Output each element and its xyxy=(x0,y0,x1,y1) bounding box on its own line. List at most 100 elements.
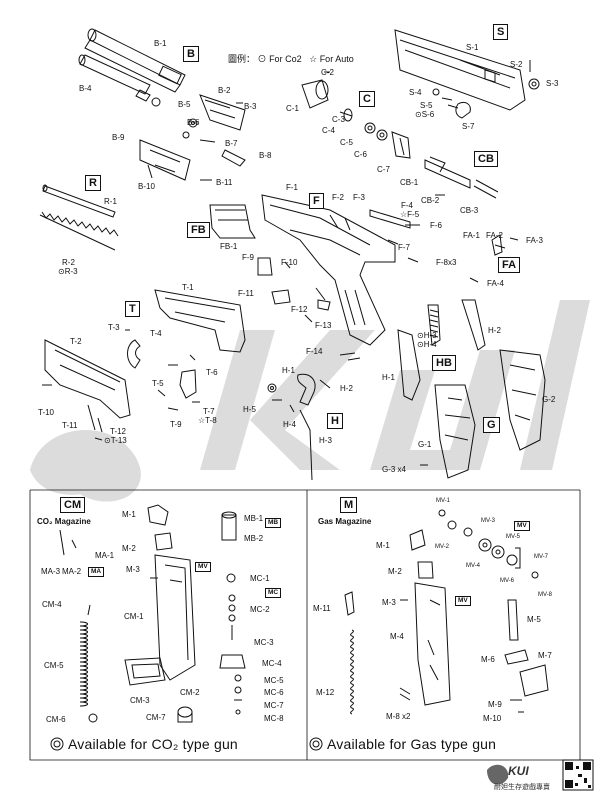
label-t-8: ☆T-8 xyxy=(198,416,217,425)
label-f-7: F-7 xyxy=(398,243,410,252)
label-f-13: F-13 xyxy=(315,321,332,330)
footer-brand: KUI xyxy=(508,764,529,778)
co2-label-mc-4: MC-4 xyxy=(262,659,282,668)
gas-label-mv-1: MV-1 xyxy=(436,498,451,504)
co2-symbol: ⊙ xyxy=(257,54,267,64)
gas-label-mv-6: MV-6 xyxy=(500,578,515,584)
section-hb: HB xyxy=(432,355,456,371)
label-s-5: S-5 xyxy=(420,101,433,110)
label-t-10: T-10 xyxy=(38,408,55,417)
label-h-3: H-3 xyxy=(319,436,332,445)
gas-label-mv-2: MV-2 xyxy=(435,544,450,550)
label-b-2: B-2 xyxy=(218,86,231,95)
label-t-2: T-2 xyxy=(70,337,82,346)
co2-label-mc-6: MC-6 xyxy=(264,688,284,697)
co2-legend-text: For Co2 xyxy=(269,54,302,64)
co2-label-m-1: M-1 xyxy=(122,510,136,519)
label-c-5: C-5 xyxy=(340,138,353,147)
recoil-group xyxy=(39,184,119,251)
gas-label-m-12: M-12 xyxy=(316,688,335,697)
label-cb-2: CB-2 xyxy=(421,196,440,205)
gas-label-mv-3: MV-3 xyxy=(481,518,496,524)
gas-label-mv-4: MV-4 xyxy=(466,563,481,569)
label-cb-3: CB-3 xyxy=(460,206,479,215)
label-h-4-hb: ⊙H-4 xyxy=(417,340,437,349)
label-g-1: G-1 xyxy=(418,440,432,449)
gas-label-mv-5: MV-5 xyxy=(506,534,521,540)
gas-label-m-5: M-5 xyxy=(527,615,541,624)
co2-label-ma-3: MA-3 xyxy=(41,567,61,576)
section-mv-top: MV xyxy=(514,521,530,531)
co2-label-cm-5: CM-5 xyxy=(44,661,64,670)
section-ma: MA xyxy=(88,567,105,577)
label-r-2: R-2 xyxy=(62,258,75,267)
label-b-7: B-7 xyxy=(225,139,238,148)
gas-label-m-11: M-11 xyxy=(313,604,331,613)
label-f-6: F-6 xyxy=(430,221,442,230)
section-cb: CB xyxy=(474,151,498,167)
label-cb-1: CB-1 xyxy=(400,178,419,187)
gas-available-caption: Available for Gas type gun xyxy=(327,736,497,752)
co2-label-mc-7: MC-7 xyxy=(264,701,284,710)
label-fa-1: FA-1 xyxy=(463,231,480,240)
co2-available-caption: Available for CO₂ type gun xyxy=(68,736,238,752)
label-t-4: T-4 xyxy=(150,329,162,338)
co2-label-mc-3: MC-3 xyxy=(254,638,274,647)
label-f-14: F-14 xyxy=(306,347,323,356)
section-c: C xyxy=(359,91,375,107)
section-b: B xyxy=(183,46,199,62)
co2-label-ma-2: MA-2 xyxy=(62,567,82,576)
qr-code xyxy=(562,759,594,791)
trigger-group xyxy=(42,289,246,441)
label-f-1: F-1 xyxy=(286,183,298,192)
legend-prefix: 圖例： xyxy=(228,54,256,64)
auto-symbol: ☆ xyxy=(309,54,318,64)
label-r-3: ⊙R-3 xyxy=(58,267,78,276)
label-b-9: B-9 xyxy=(112,133,125,142)
co2-label-cm-7: CM-7 xyxy=(146,713,166,722)
footer-logo-icon xyxy=(487,764,509,785)
label-c-6: C-6 xyxy=(354,150,367,159)
auto-legend-text: For Auto xyxy=(319,54,354,64)
section-mv-right: MV xyxy=(455,596,471,606)
label-t-12: T-12 xyxy=(110,427,127,436)
label-c-1: C-1 xyxy=(286,104,299,113)
label-s-7: S-7 xyxy=(462,122,475,131)
label-c-7: C-7 xyxy=(377,165,390,174)
label-b-3: B-3 xyxy=(244,102,257,111)
label-b-4: B-4 xyxy=(79,84,92,93)
gas-label-mv-8: MV-8 xyxy=(538,592,553,598)
label-h-5: H-5 xyxy=(243,405,256,414)
footer-tagline: 耐妲生存遊戲專賣 xyxy=(494,784,550,791)
label-fa-4: FA-4 xyxy=(487,279,504,288)
co2-label-ma-1: MA-1 xyxy=(95,551,115,560)
gas-label-m-3: M-3 xyxy=(382,598,396,607)
label-t-11: T-11 xyxy=(62,421,78,430)
label-f-3: F-3 xyxy=(353,193,365,202)
label-t-3: T-3 xyxy=(108,323,120,332)
watermark-logo xyxy=(30,300,590,502)
barrel-group xyxy=(78,28,246,181)
label-h-2-hb: H-2 xyxy=(488,326,501,335)
label-fb-1: FB-1 xyxy=(220,242,238,251)
label-f-5: ☆F-5 xyxy=(400,210,420,219)
gas-label-m-4: M-4 xyxy=(390,632,404,641)
label-f-2: F-2 xyxy=(332,193,344,202)
label-c-3: C-3 xyxy=(332,115,345,124)
co2-label-m-3: M-3 xyxy=(126,565,140,574)
label-t-5: T-5 xyxy=(152,379,164,388)
gas-label-m-2: M-2 xyxy=(388,567,402,576)
label-s-2: S-2 xyxy=(510,60,523,69)
section-mv-left: MV xyxy=(195,562,211,572)
legend: 圖例： ⊙ For Co2 ☆ For Auto xyxy=(228,52,354,65)
label-g-2: G-2 xyxy=(542,395,556,404)
label-c-4: C-4 xyxy=(322,126,335,135)
label-h-4: H-4 xyxy=(283,420,296,429)
hammer-group xyxy=(267,352,361,481)
co2-magazine-drawing xyxy=(59,504,246,723)
label-b-8: B-8 xyxy=(259,151,272,160)
label-t-7: T-7 xyxy=(203,407,215,416)
label-b-1: B-1 xyxy=(154,39,167,48)
